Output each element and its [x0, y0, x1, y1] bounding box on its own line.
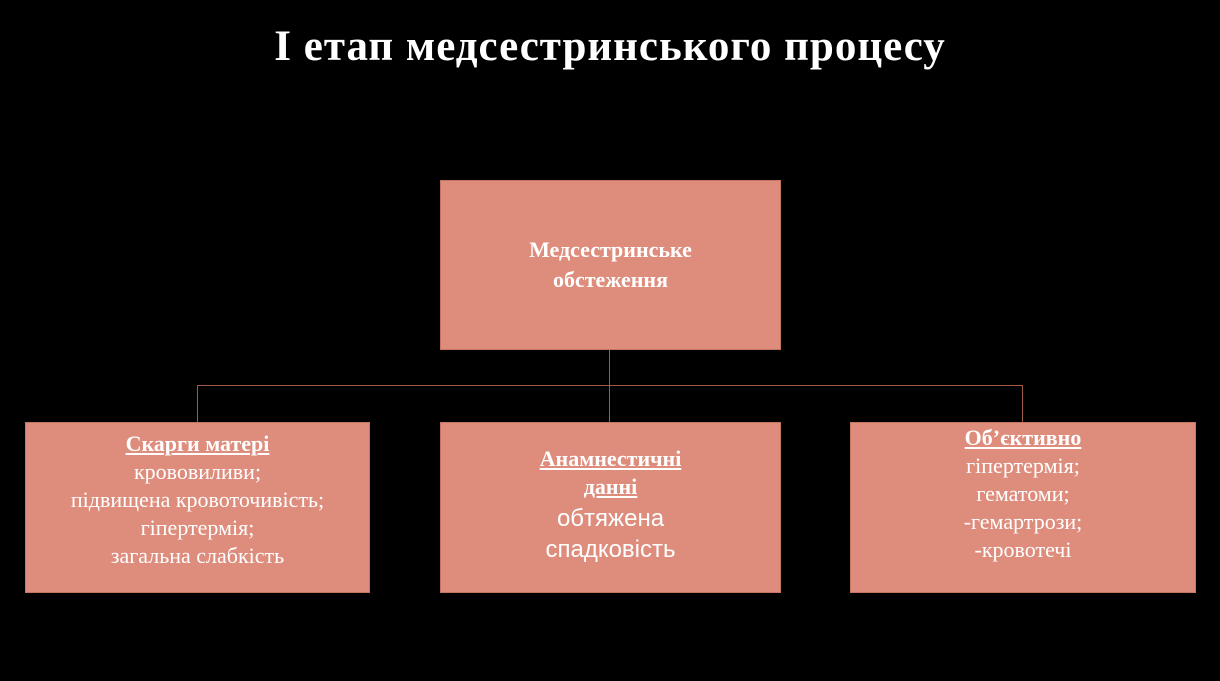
box-line: обтяжена спадковість [545, 505, 676, 563]
box-heading: Об’єктивно [964, 425, 1082, 450]
slide-title: І етап медсестринського процесу [274, 23, 946, 70]
connector-vertical-root [609, 350, 610, 386]
box-line: гематоми; [976, 481, 1070, 506]
box-heading: Анамнестичні данні [539, 446, 682, 499]
connector-vertical-right [1022, 385, 1023, 422]
box-line: гіпертермія; [966, 453, 1080, 478]
connector-vertical-left [197, 385, 198, 422]
child-box-anamnestic-data: Анамнестичні данні обтяжена спадковість [440, 422, 781, 593]
connector-vertical-middle [609, 385, 610, 422]
box-line: загальна слабкість [110, 543, 285, 568]
box-line: -гемартрози; [963, 509, 1083, 534]
connector-horizontal [197, 385, 1023, 386]
root-box-nursing-examination: Медсестринське обстеження [440, 180, 781, 350]
child-box-mother-complaints: Скарги матері крововиливи; підвищена кро… [25, 422, 370, 593]
root-box-label: Медсестринське обстеження [529, 237, 692, 292]
box-line: крововиливи; [133, 459, 262, 484]
box-heading: Скарги матері [125, 431, 270, 456]
child-box-objective: Об’єктивно гіпертермія; гематоми; -гемар… [850, 422, 1196, 593]
box-line: гіпертермія; [140, 515, 255, 540]
box-line: -кровотечі [974, 537, 1072, 562]
box-line: підвищена кровоточивість; [70, 487, 325, 512]
